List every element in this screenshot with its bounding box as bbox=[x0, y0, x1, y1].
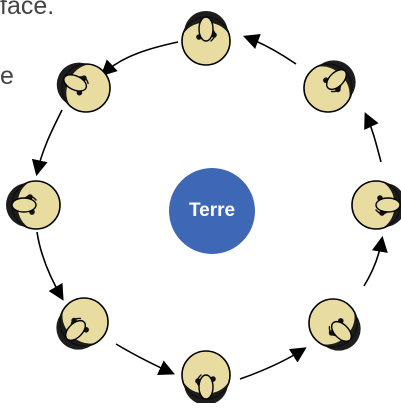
moon-8 bbox=[303, 60, 356, 113]
moon-4 bbox=[56, 297, 109, 350]
moon-3 bbox=[6, 180, 61, 230]
moons bbox=[6, 11, 401, 405]
moon-7 bbox=[351, 180, 401, 230]
orbit-arrows bbox=[31, 34, 388, 380]
orbit-arrow-6 bbox=[363, 235, 388, 287]
clipped-text-line-2: e bbox=[0, 62, 14, 90]
orbit-arrow-5 bbox=[239, 347, 307, 380]
moon-2 bbox=[56, 62, 111, 113]
earth-label: Terre bbox=[188, 200, 236, 221]
orbit-arrow-8 bbox=[243, 34, 297, 65]
moon-5 bbox=[181, 350, 231, 405]
moon-6 bbox=[308, 298, 361, 351]
orbit-arrow-3 bbox=[36, 231, 64, 301]
orbit-arrow-2 bbox=[31, 109, 63, 177]
moon-1 bbox=[181, 11, 231, 66]
earth bbox=[169, 168, 255, 254]
clipped-text-line-1: face. bbox=[0, 0, 55, 20]
orbit-arrow-1 bbox=[100, 41, 179, 77]
orbit-arrow-7 bbox=[364, 112, 382, 163]
orbit-arrow-4 bbox=[115, 343, 175, 376]
